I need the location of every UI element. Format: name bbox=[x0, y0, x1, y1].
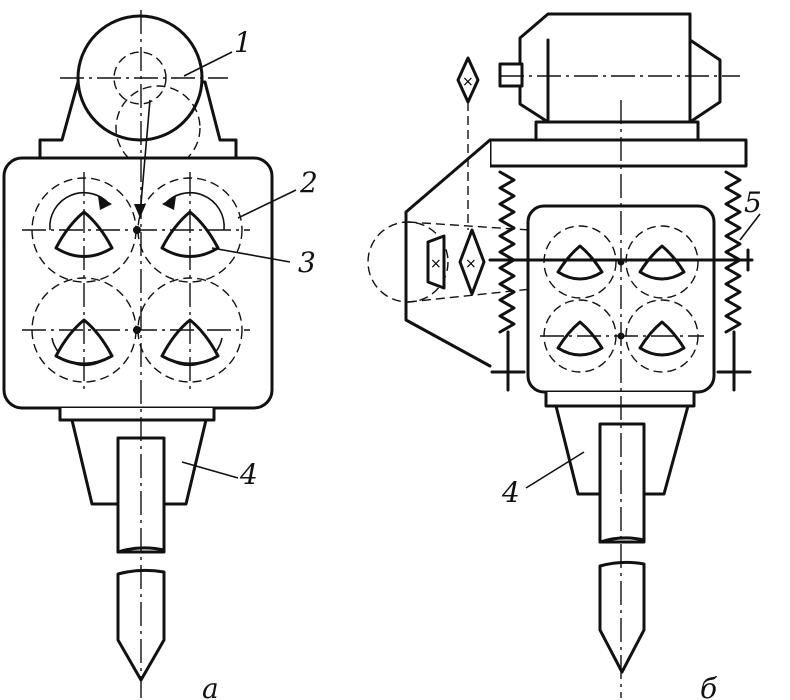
b-eccentrics bbox=[543, 225, 699, 373]
b-callout-4: 4 bbox=[501, 476, 520, 509]
b-callout-5: 5 bbox=[744, 186, 762, 219]
a-leader-3 bbox=[211, 247, 291, 263]
a-callout-1: 1 bbox=[234, 26, 252, 59]
a-base-plate bbox=[58, 406, 216, 422]
b-bevel-gear-left bbox=[426, 234, 446, 290]
b-tool-tip bbox=[598, 560, 646, 674]
svg-text:×: × bbox=[462, 74, 474, 90]
b-bevel-gear-mid bbox=[458, 228, 486, 296]
a-leader-4 bbox=[181, 461, 239, 479]
a-caption: а bbox=[202, 672, 219, 700]
b-base-plate bbox=[544, 390, 696, 408]
a-callout-2: 2 bbox=[299, 166, 318, 199]
a-leader-2 bbox=[237, 189, 297, 219]
b-top-plate bbox=[488, 138, 748, 168]
a-drive-gear bbox=[115, 85, 201, 171]
b-tool-shank bbox=[598, 422, 646, 544]
svg-text:×: × bbox=[465, 256, 477, 272]
svg-text:×: × bbox=[430, 256, 442, 272]
b-spring-left bbox=[490, 170, 526, 392]
b-leader-4 bbox=[525, 451, 585, 489]
b-motor-mount bbox=[534, 120, 700, 142]
b-leader-5 bbox=[739, 213, 761, 241]
figure-b: × × × bbox=[367, 12, 762, 700]
b-side-frame bbox=[404, 138, 492, 368]
a-leader-1 bbox=[183, 51, 233, 77]
b-spring-right bbox=[716, 170, 752, 392]
a-callout-3: 3 bbox=[298, 246, 316, 279]
figure-a: 1 2 3 4 а bbox=[2, 10, 318, 700]
a-callout-4: 4 bbox=[239, 458, 258, 491]
b-motor-shaft bbox=[498, 62, 524, 88]
b-caption: б bbox=[700, 672, 718, 700]
b-break-mark bbox=[598, 536, 646, 544]
